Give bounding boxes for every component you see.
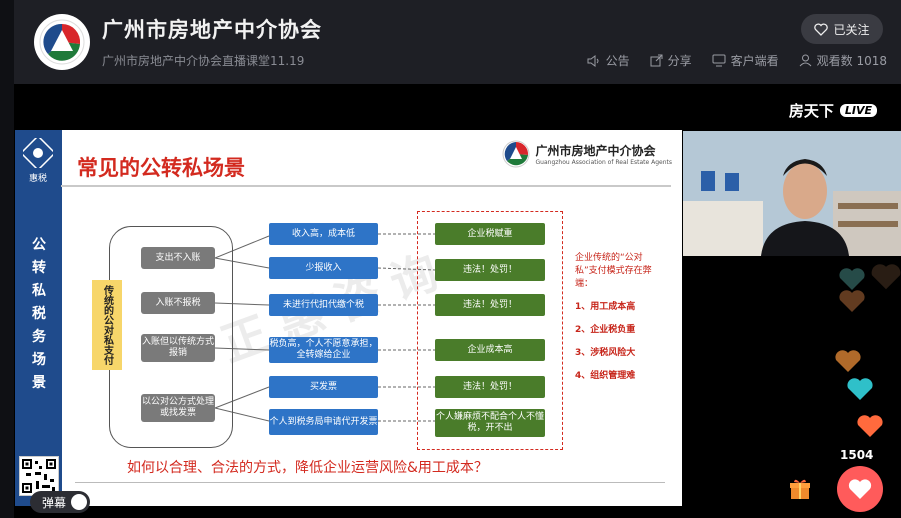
presentation-slide: 惠税 公转私税务场景 常见的公转私场景 [15,130,682,506]
result-box: 违法！处罚！ [435,294,545,316]
slide-sidebar: 惠税 公转私税务场景 [15,130,62,506]
association-small-logo-icon [502,140,530,168]
traditional-payment-label: 传统的公对私支付 [92,280,122,370]
result-box: 企业税赋重 [435,223,545,245]
drawback-item: 2、企业税负重 [575,325,636,335]
result-box: 违法！处罚！ [435,259,545,281]
action-box: 收入高，成本低 [269,223,378,245]
flow-connectors [214,233,436,422]
side-logo-text: 惠税 [28,174,47,184]
client-watch-button[interactable]: 客户端看 [712,52,779,69]
traditional-payment-text: 传统的公对私支付 [101,285,113,365]
scenario-box: 入账但以传统方式报销 [141,334,215,362]
result-box: 个人嫌麻烦不配合个人不懂税，开不出 [435,409,545,437]
drawback-item: 3、涉税风险大 [575,348,636,358]
brand-name: 房天下 [788,102,834,120]
channel-title: 广州市房地产中介协会 [102,18,322,42]
live-tag: LIVE [837,102,879,119]
tax-logo-icon [19,134,57,172]
channel-logo[interactable] [34,14,90,70]
follow-label: 已关注 [833,22,870,37]
follow-button[interactable]: 已关注 [801,14,883,44]
slide-title: 常见的公转私场景 [77,156,245,180]
bottom-question: 如何以合理、合法的方式，降低企业运营风险&用工成本？ [127,460,488,476]
association-name-en: Guangzhou Association of Real Estate Age… [535,159,672,166]
scenario-box: 支出不入账 [141,247,215,269]
action-box: 税负高，个人不愿意承担，全转嫁给企业 [269,337,378,363]
drawback-item: 1、用工成本高 [575,302,636,312]
danmu-switch-knob [71,494,87,510]
association-name-cn: 广州市房地产中介协会 [535,144,656,158]
action-box: 少报收入 [269,257,378,279]
user-icon [799,54,812,67]
announcement-label: 公告 [605,54,630,68]
presenter-video-icon [683,131,901,256]
side-logo: 惠税 [19,134,57,184]
action-box: 未进行代扣代缴个税 [269,294,378,316]
scenario-box: 入账不报税 [141,292,215,314]
drawbacks-intro: 企业传统的“公对私”支付模式存在弊端： [575,253,652,289]
side-title: 公转私税务场景 [32,237,46,391]
heart-outline-icon [814,22,829,36]
stream-subtitle: 广州市房地产中介协会直播课堂11.19 [102,54,305,68]
scenario-box: 以公对公方式处理或找发票 [141,394,215,422]
association-badge: 广州市房地产中介协会 Guangzhou Association of Real… [502,140,672,168]
viewer-count-label: 观看数 1018 [816,54,887,68]
announcement-button[interactable]: 公告 [587,52,630,69]
bottom-divider [75,482,665,483]
monitor-icon [712,54,726,67]
danmu-label: 弹幕 [42,495,67,510]
viewer-count: 观看数 1018 [799,52,887,69]
association-logo-icon [39,19,85,65]
drawbacks-note: 企业传统的“公对私”支付模式存在弊端： 1、用工成本高 2、企业税负重 3、涉税… [575,252,665,383]
fang-live-brand: 房天下 LIVE [789,100,879,121]
like-count: 1504 [840,448,874,462]
share-icon [650,54,663,67]
drawback-item: 4、组织管理难 [575,371,636,381]
heart-icon [848,479,872,499]
danmu-toggle[interactable]: 弹幕 [30,491,90,513]
gift-button[interactable] [788,477,812,505]
like-button[interactable] [837,466,883,512]
results-frame [417,211,563,450]
floating-hearts [835,264,901,437]
action-box: 买发票 [269,376,378,398]
share-label: 分享 [667,54,692,68]
result-box: 违法！处罚！ [435,376,545,398]
speaker-icon [587,54,599,67]
share-button[interactable]: 分享 [650,52,692,69]
gift-icon [790,479,810,499]
result-box: 企业成本高 [435,339,545,361]
action-box: 个人到税务局申请代开发票 [269,409,378,435]
header-actions: 公告 分享 客户端看 观看数 1018 [587,52,887,69]
qr-code-icon [22,459,56,493]
client-watch-label: 客户端看 [730,54,779,68]
channel-header: 广州市房地产中介协会 广州市房地产中介协会直播课堂11.19 已关注 公告 分享… [14,0,901,84]
title-divider [61,185,671,187]
presenter-webcam [683,131,901,256]
